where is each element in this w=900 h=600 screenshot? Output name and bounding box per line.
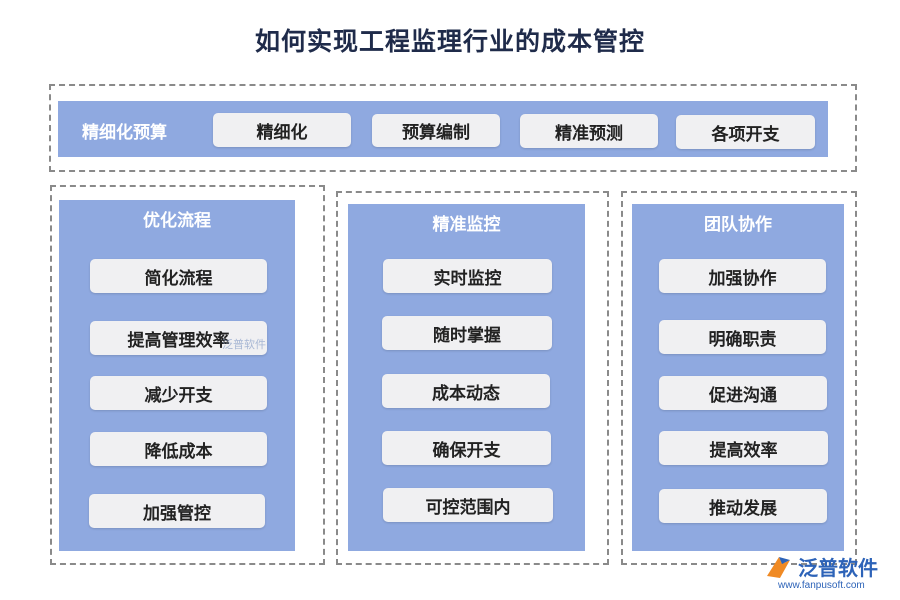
top-section-label: 精细化预算 bbox=[82, 123, 167, 143]
column-item: 加强协作 bbox=[659, 259, 826, 293]
top-item: 精细化 bbox=[213, 113, 351, 147]
brand-logo: 泛普软件 bbox=[764, 552, 878, 581]
column-item: 实时监控 bbox=[383, 259, 552, 293]
column-item: 推动发展 bbox=[659, 489, 827, 523]
column-item: 确保开支 bbox=[382, 431, 551, 465]
column-item: 随时掌握 bbox=[382, 316, 552, 350]
brand-logo-icon bbox=[767, 556, 790, 578]
brand-logo-text: 泛普软件 bbox=[798, 556, 878, 580]
column-item: 提高效率 bbox=[659, 431, 828, 465]
watermark: 泛普软件 bbox=[222, 338, 266, 351]
column-item: 促进沟通 bbox=[659, 376, 827, 410]
column-item: 减少开支 bbox=[90, 376, 267, 410]
column-title: 精准监控 bbox=[432, 215, 501, 235]
column-frame-monitor bbox=[336, 191, 609, 565]
column-title: 优化流程 bbox=[143, 211, 211, 231]
top-item: 精准预测 bbox=[520, 114, 658, 148]
column-item: 可控范围内 bbox=[383, 488, 553, 522]
column-item: 提高管理效率 bbox=[90, 321, 267, 355]
page-title: 如何实现工程监理行业的成本管控 bbox=[254, 27, 645, 56]
brand-url: www.fanpusoft.com bbox=[778, 580, 865, 591]
top-section-frame bbox=[49, 84, 857, 172]
column-item: 降低成本 bbox=[90, 432, 267, 466]
column-panel-process: 优化流程 bbox=[59, 200, 295, 551]
column-title: 团队协作 bbox=[704, 215, 772, 235]
top-item: 预算编制 bbox=[372, 114, 500, 147]
column-item: 简化流程 bbox=[90, 259, 267, 293]
column-frame-team bbox=[621, 191, 857, 565]
column-item: 成本动态 bbox=[382, 374, 550, 408]
column-item: 加强管控 bbox=[89, 494, 265, 528]
top-item: 各项开支 bbox=[676, 115, 815, 149]
column-frame-process bbox=[50, 185, 325, 565]
column-item: 明确职责 bbox=[659, 320, 826, 354]
